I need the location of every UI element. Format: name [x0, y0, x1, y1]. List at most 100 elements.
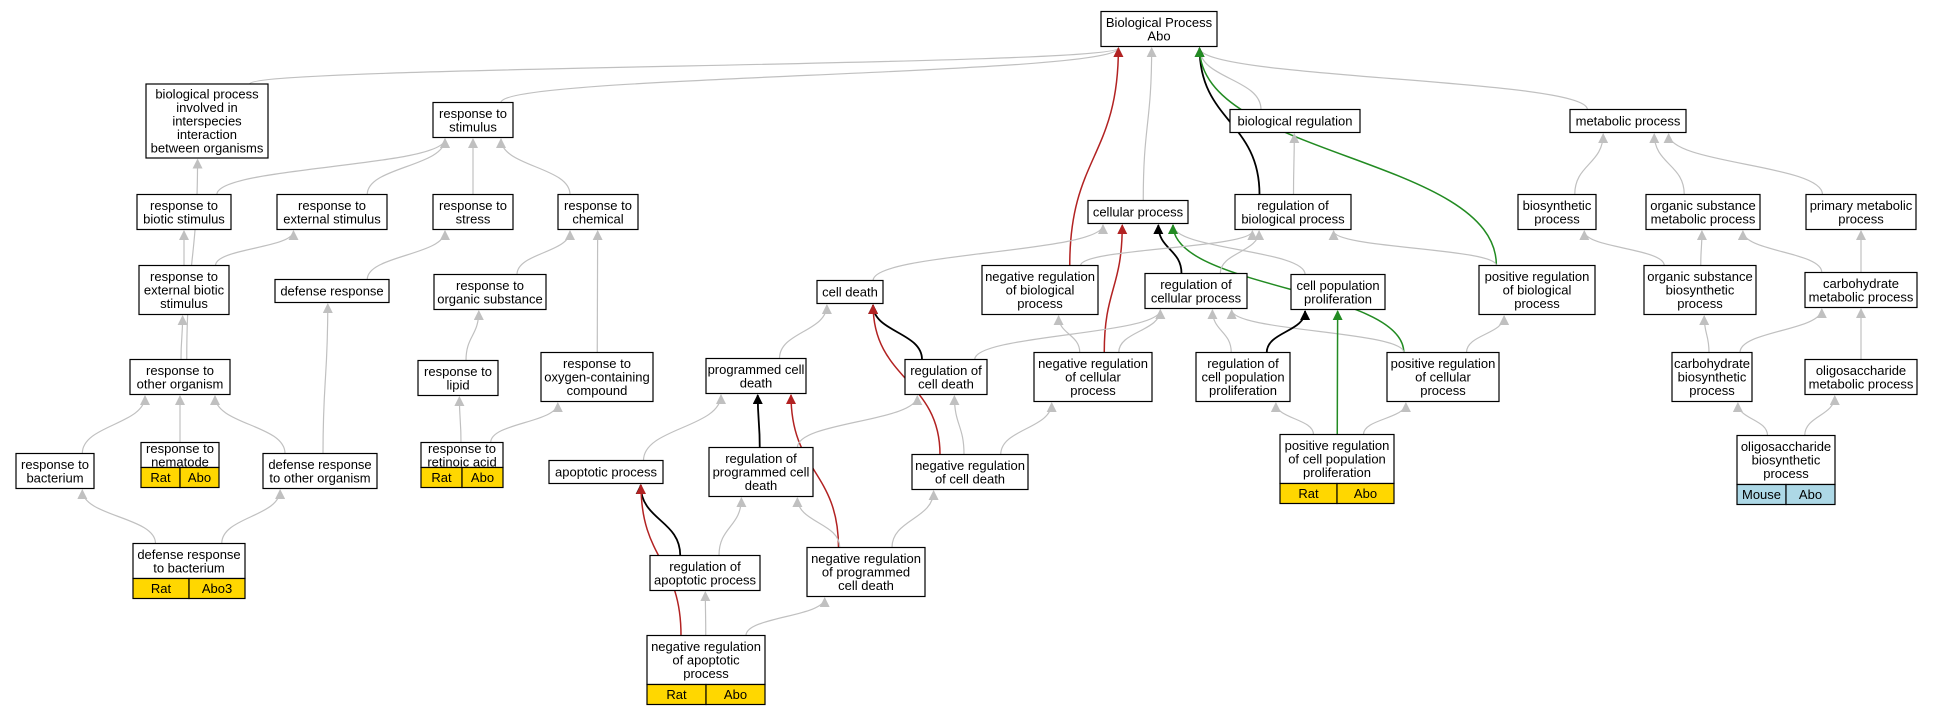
go-term-label-line: to other organism [269, 470, 370, 485]
go-term-label-line: cell death [918, 376, 974, 391]
edge-bios-to-meta [1574, 133, 1609, 195]
edge-prbp-to-rbp [1328, 230, 1497, 266]
go-term-label-line: positive regulation [1391, 356, 1496, 371]
go-term-label-line: proliferation [1303, 465, 1371, 480]
gene-cell [1785, 483, 1836, 506]
go-term-label-line: external biotic [144, 283, 225, 298]
edge-osbp-to-osmp [1696, 230, 1707, 266]
edge-nrap-to-nrpcd [745, 597, 830, 636]
go-term-ap[interactable]: apoptotic process [548, 459, 664, 485]
edge-rcpp-to-cpp [1265, 310, 1311, 353]
go-term-label-line: response to [146, 441, 214, 456]
edge-rcd-to-cd [868, 304, 923, 360]
go-term-label-line: metabolic process [1576, 114, 1681, 129]
go-term-label-line: process [1677, 296, 1723, 311]
go-term-label-line: process [1689, 383, 1735, 398]
edge-rtos-to-rtch [516, 230, 575, 275]
edge-nrpcd-to-nrcd [891, 490, 939, 548]
edge-prbp-to-bp [1194, 47, 1498, 266]
edge-nrcd-to-rcd [949, 395, 965, 455]
go-term-label-line: external stimulus [283, 211, 381, 226]
go-term-label-line: programmed cell [713, 465, 810, 480]
go-term-label-line: nematode [151, 454, 209, 469]
go-term-label-line: involved in [176, 100, 237, 115]
go-term-label-line: response to [564, 198, 632, 213]
go-term-label-line: response to [456, 278, 524, 293]
go-term-label-line: carbohydrate [1674, 356, 1750, 371]
go-term-meta[interactable]: metabolic process [1569, 108, 1687, 134]
go-term-cd[interactable]: cell death [816, 279, 884, 305]
go-term-label-line: biological process [1241, 211, 1345, 226]
edge-rtch-to-rts [496, 138, 571, 195]
go-term-label-line: negative regulation [1038, 356, 1148, 371]
edge-ap-to-pcd [642, 394, 726, 461]
go-term-breg[interactable]: biological regulation [1229, 108, 1361, 134]
edge-prcp-to-prbp [1465, 315, 1510, 353]
edge-rap-to-rpcd [718, 497, 747, 556]
edge-rts-to-bp [500, 47, 1124, 104]
species-label: Rat [666, 687, 687, 702]
go-term-label-line: of cell death [935, 471, 1005, 486]
edge-osmp-to-meta [1649, 133, 1685, 195]
go-term-defr[interactable]: defense response [274, 278, 390, 304]
edge-rtra-to-rtl [454, 396, 465, 443]
go-term-label-line: cellular process [1093, 205, 1184, 220]
edge-drtb-to-drtoo [221, 489, 286, 544]
edge-cbp-to-cmp [1739, 308, 1827, 353]
edge-rtoo-to-rtebs [177, 315, 188, 360]
edge-prcpp-to-rcpp [1270, 402, 1315, 435]
go-term-label-line: Abo [1147, 28, 1170, 43]
go-term-label-line: negative regulation [651, 639, 761, 654]
go-term-cp[interactable]: cellular process [1087, 199, 1189, 225]
go-term-label-line: regulation of [910, 363, 982, 378]
